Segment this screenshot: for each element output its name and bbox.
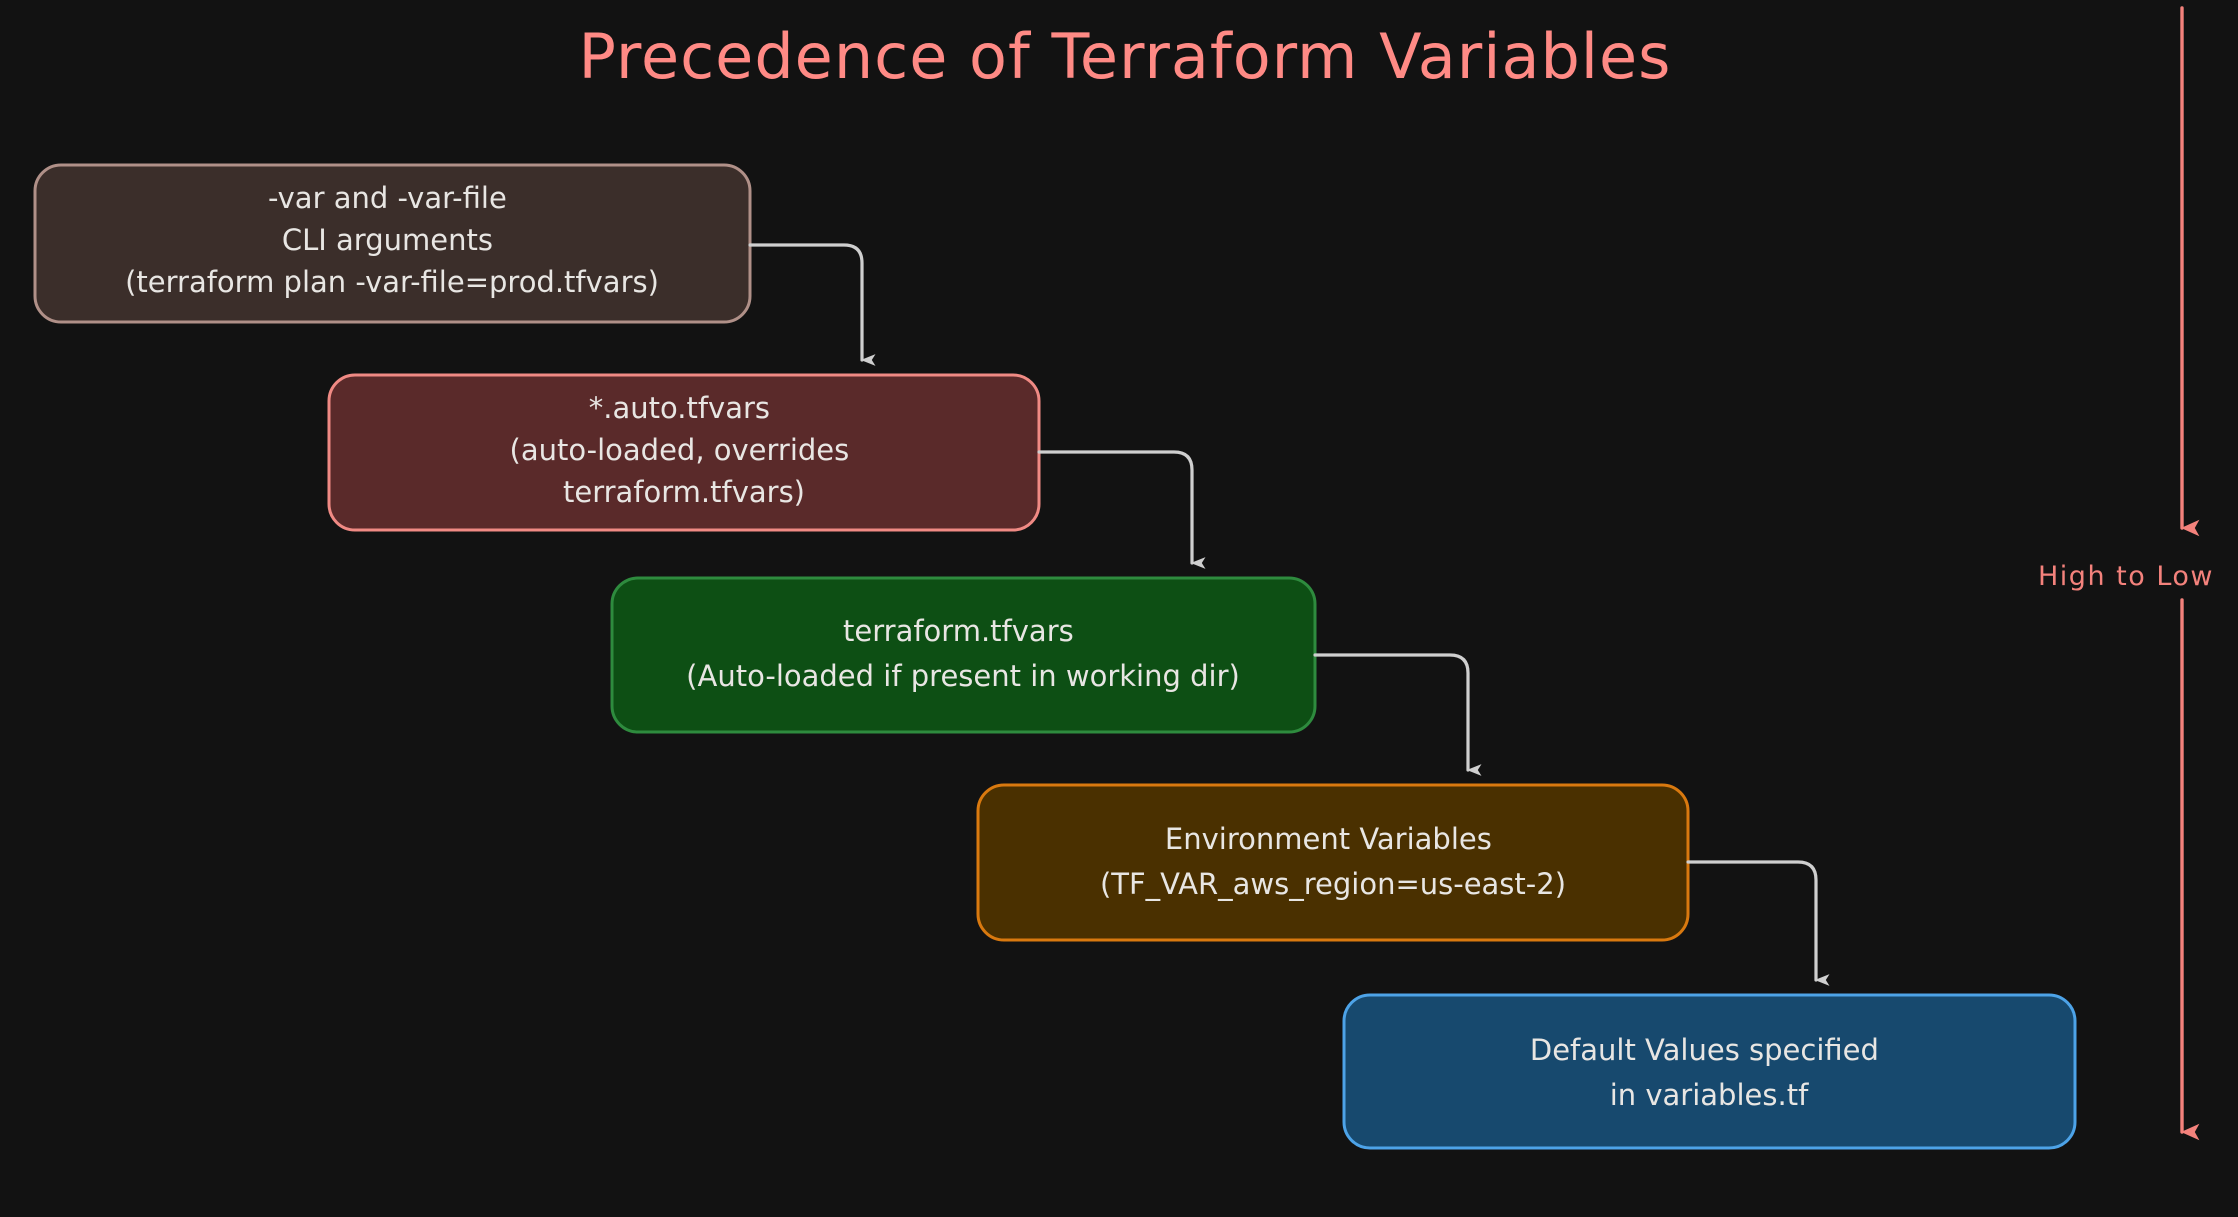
- precedence-axis: High to Low: [2038, 6, 2214, 1141]
- connector-env-vars-to-default-values: [1686, 860, 1830, 986]
- connector-terraform-tfvars-to-env-vars: [1313, 653, 1482, 776]
- node-env-vars-label: Environment Variables (TF_VAR_aws_region…: [1100, 822, 1566, 901]
- node-auto-tfvars-line-3: terraform.tfvars): [563, 475, 805, 509]
- node-default-values-line-2: in variables.tf: [1610, 1078, 1809, 1112]
- node-env-vars-line-1: Environment Variables: [1165, 822, 1492, 856]
- node-auto-tfvars-label: *.auto.tfvars (auto-loaded, overrides te…: [510, 391, 859, 509]
- node-cli-args-line-1: -var and -var-file: [268, 181, 507, 215]
- connector-cli-args-to-auto-tfvars: [748, 243, 876, 366]
- precedence-axis-label: High to Low: [2038, 561, 2214, 592]
- node-default-values-box: [1342, 993, 2077, 1150]
- node-auto-tfvars[interactable]: *.auto.tfvars (auto-loaded, overrides te…: [327, 373, 1041, 532]
- node-cli-args-line-3: (terraform plan -var-file=prod.tfvars): [125, 265, 659, 299]
- node-terraform-tfvars-line-2: (Auto-loaded if present in working dir): [686, 659, 1240, 693]
- connector-auto-tfvars-to-terraform-tfvars: [1037, 450, 1206, 569]
- node-terraform-tfvars-line-1: terraform.tfvars: [843, 614, 1074, 648]
- node-cli-args[interactable]: -var and -var-file CLI arguments (terraf…: [33, 163, 752, 324]
- node-env-vars-line-2: (TF_VAR_aws_region=us-east-2): [1100, 867, 1566, 901]
- node-auto-tfvars-line-1: *.auto.tfvars: [589, 391, 770, 425]
- node-terraform-tfvars[interactable]: terraform.tfvars (Auto-loaded if present…: [610, 576, 1317, 734]
- node-cli-args-line-2: CLI arguments: [282, 223, 493, 257]
- node-terraform-tfvars-box: [610, 576, 1317, 734]
- node-default-values-line-1: Default Values specified: [1530, 1033, 1879, 1067]
- node-cli-args-label: -var and -var-file CLI arguments (terraf…: [125, 181, 659, 299]
- page-title: Precedence of Terraform Variables: [579, 20, 1672, 93]
- node-default-values[interactable]: Default Values specified in variables.tf: [1342, 993, 2077, 1150]
- node-default-values-label: Default Values specified in variables.tf: [1530, 1033, 1888, 1112]
- node-env-vars[interactable]: Environment Variables (TF_VAR_aws_region…: [976, 783, 1690, 942]
- node-terraform-tfvars-label: terraform.tfvars (Auto-loaded if present…: [686, 614, 1240, 693]
- node-auto-tfvars-line-2: (auto-loaded, overrides: [510, 433, 850, 467]
- node-env-vars-box: [976, 783, 1690, 942]
